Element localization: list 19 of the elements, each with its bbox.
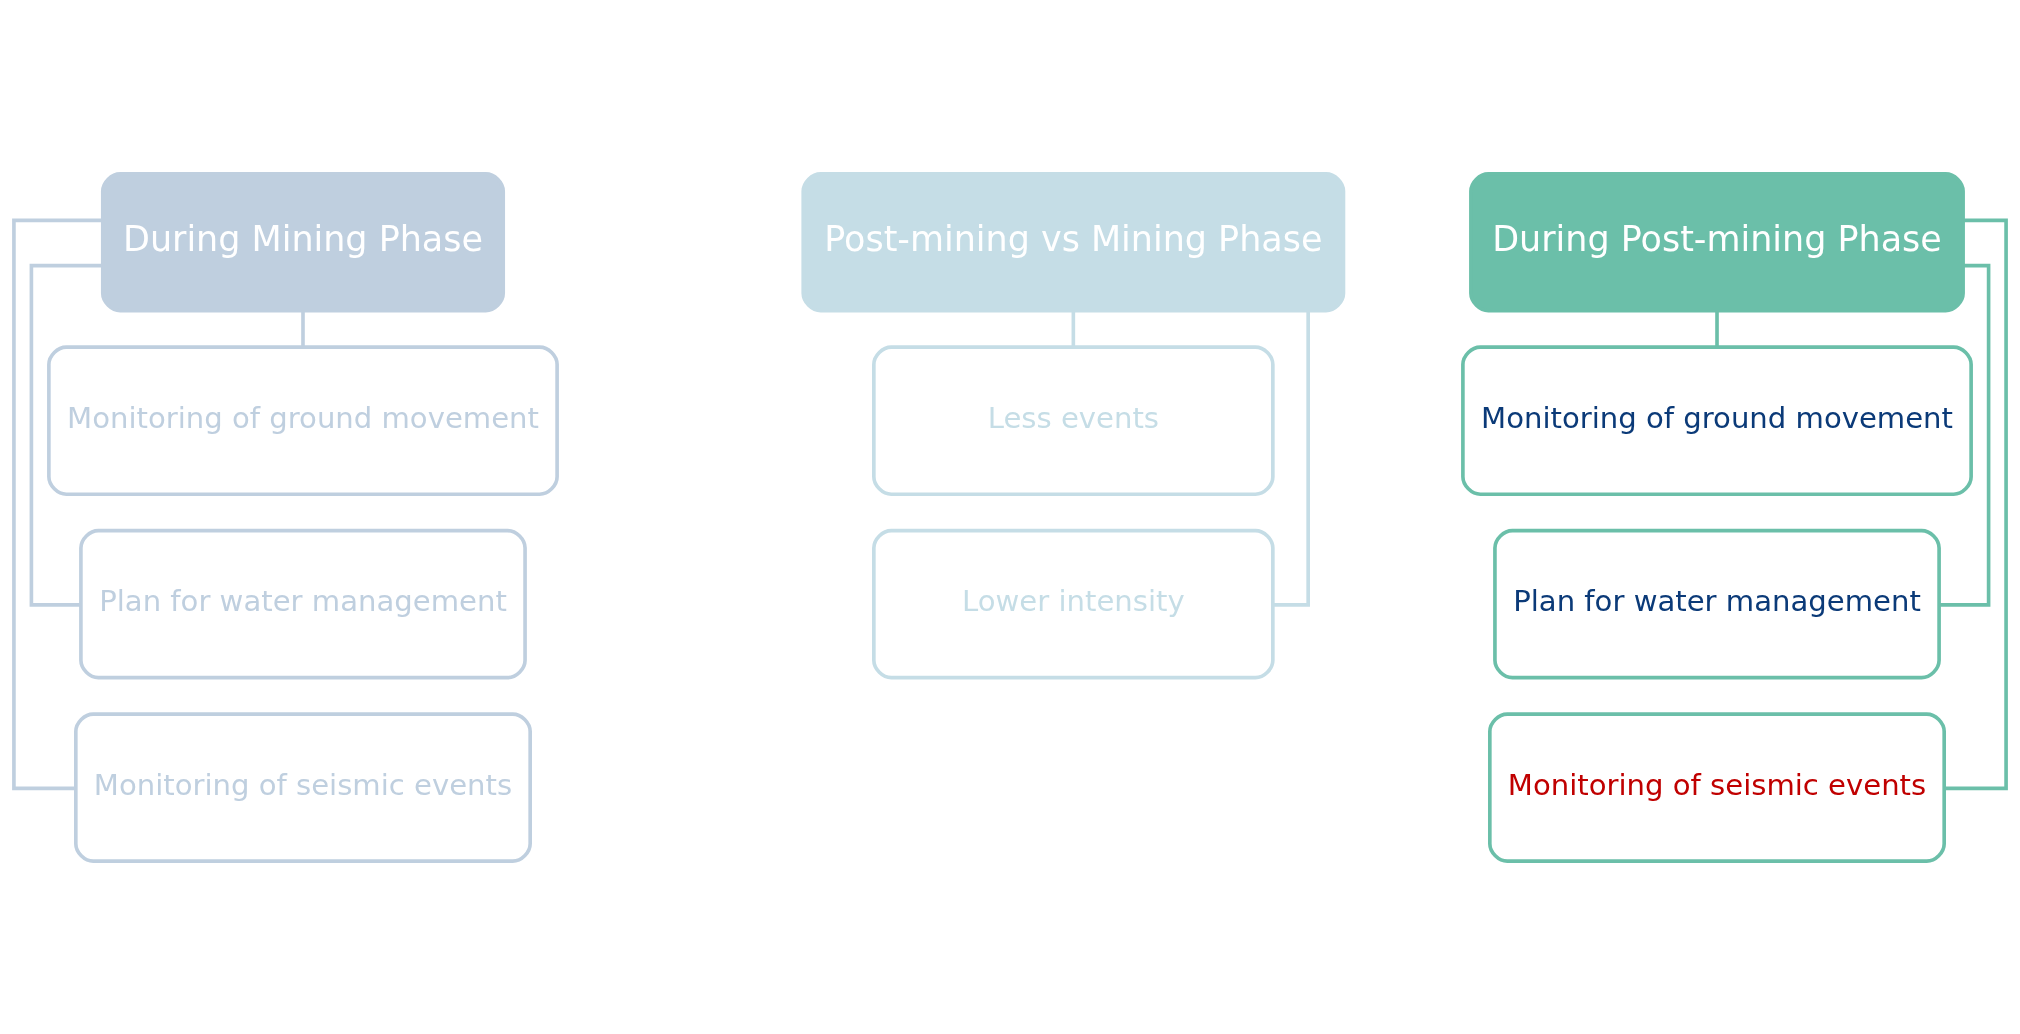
connector [12,218,103,790]
node-box: Monitoring of seismic events [74,711,532,863]
node-box: During Mining Phase [100,171,506,313]
node-box: Monitoring of ground movement [1461,344,1973,496]
connector [1071,310,1076,347]
node-box: Plan for water management [79,528,527,679]
node-box: Monitoring of ground movement [47,344,559,496]
connector [1715,310,1719,347]
connector [29,263,103,607]
node-box: During Post-mining Phase [1469,171,1965,313]
connector [1273,310,1310,607]
node-box: Lower intensity [872,528,1275,679]
node-box: Post-mining vs Mining Phase [801,171,1346,313]
connector [1944,218,2008,790]
connector [1939,263,1991,607]
connector [301,310,305,347]
node-box: Plan for water management [1493,528,1941,679]
node-box: Less events [872,344,1275,496]
node-box: Monitoring of seismic events [1488,711,1946,863]
